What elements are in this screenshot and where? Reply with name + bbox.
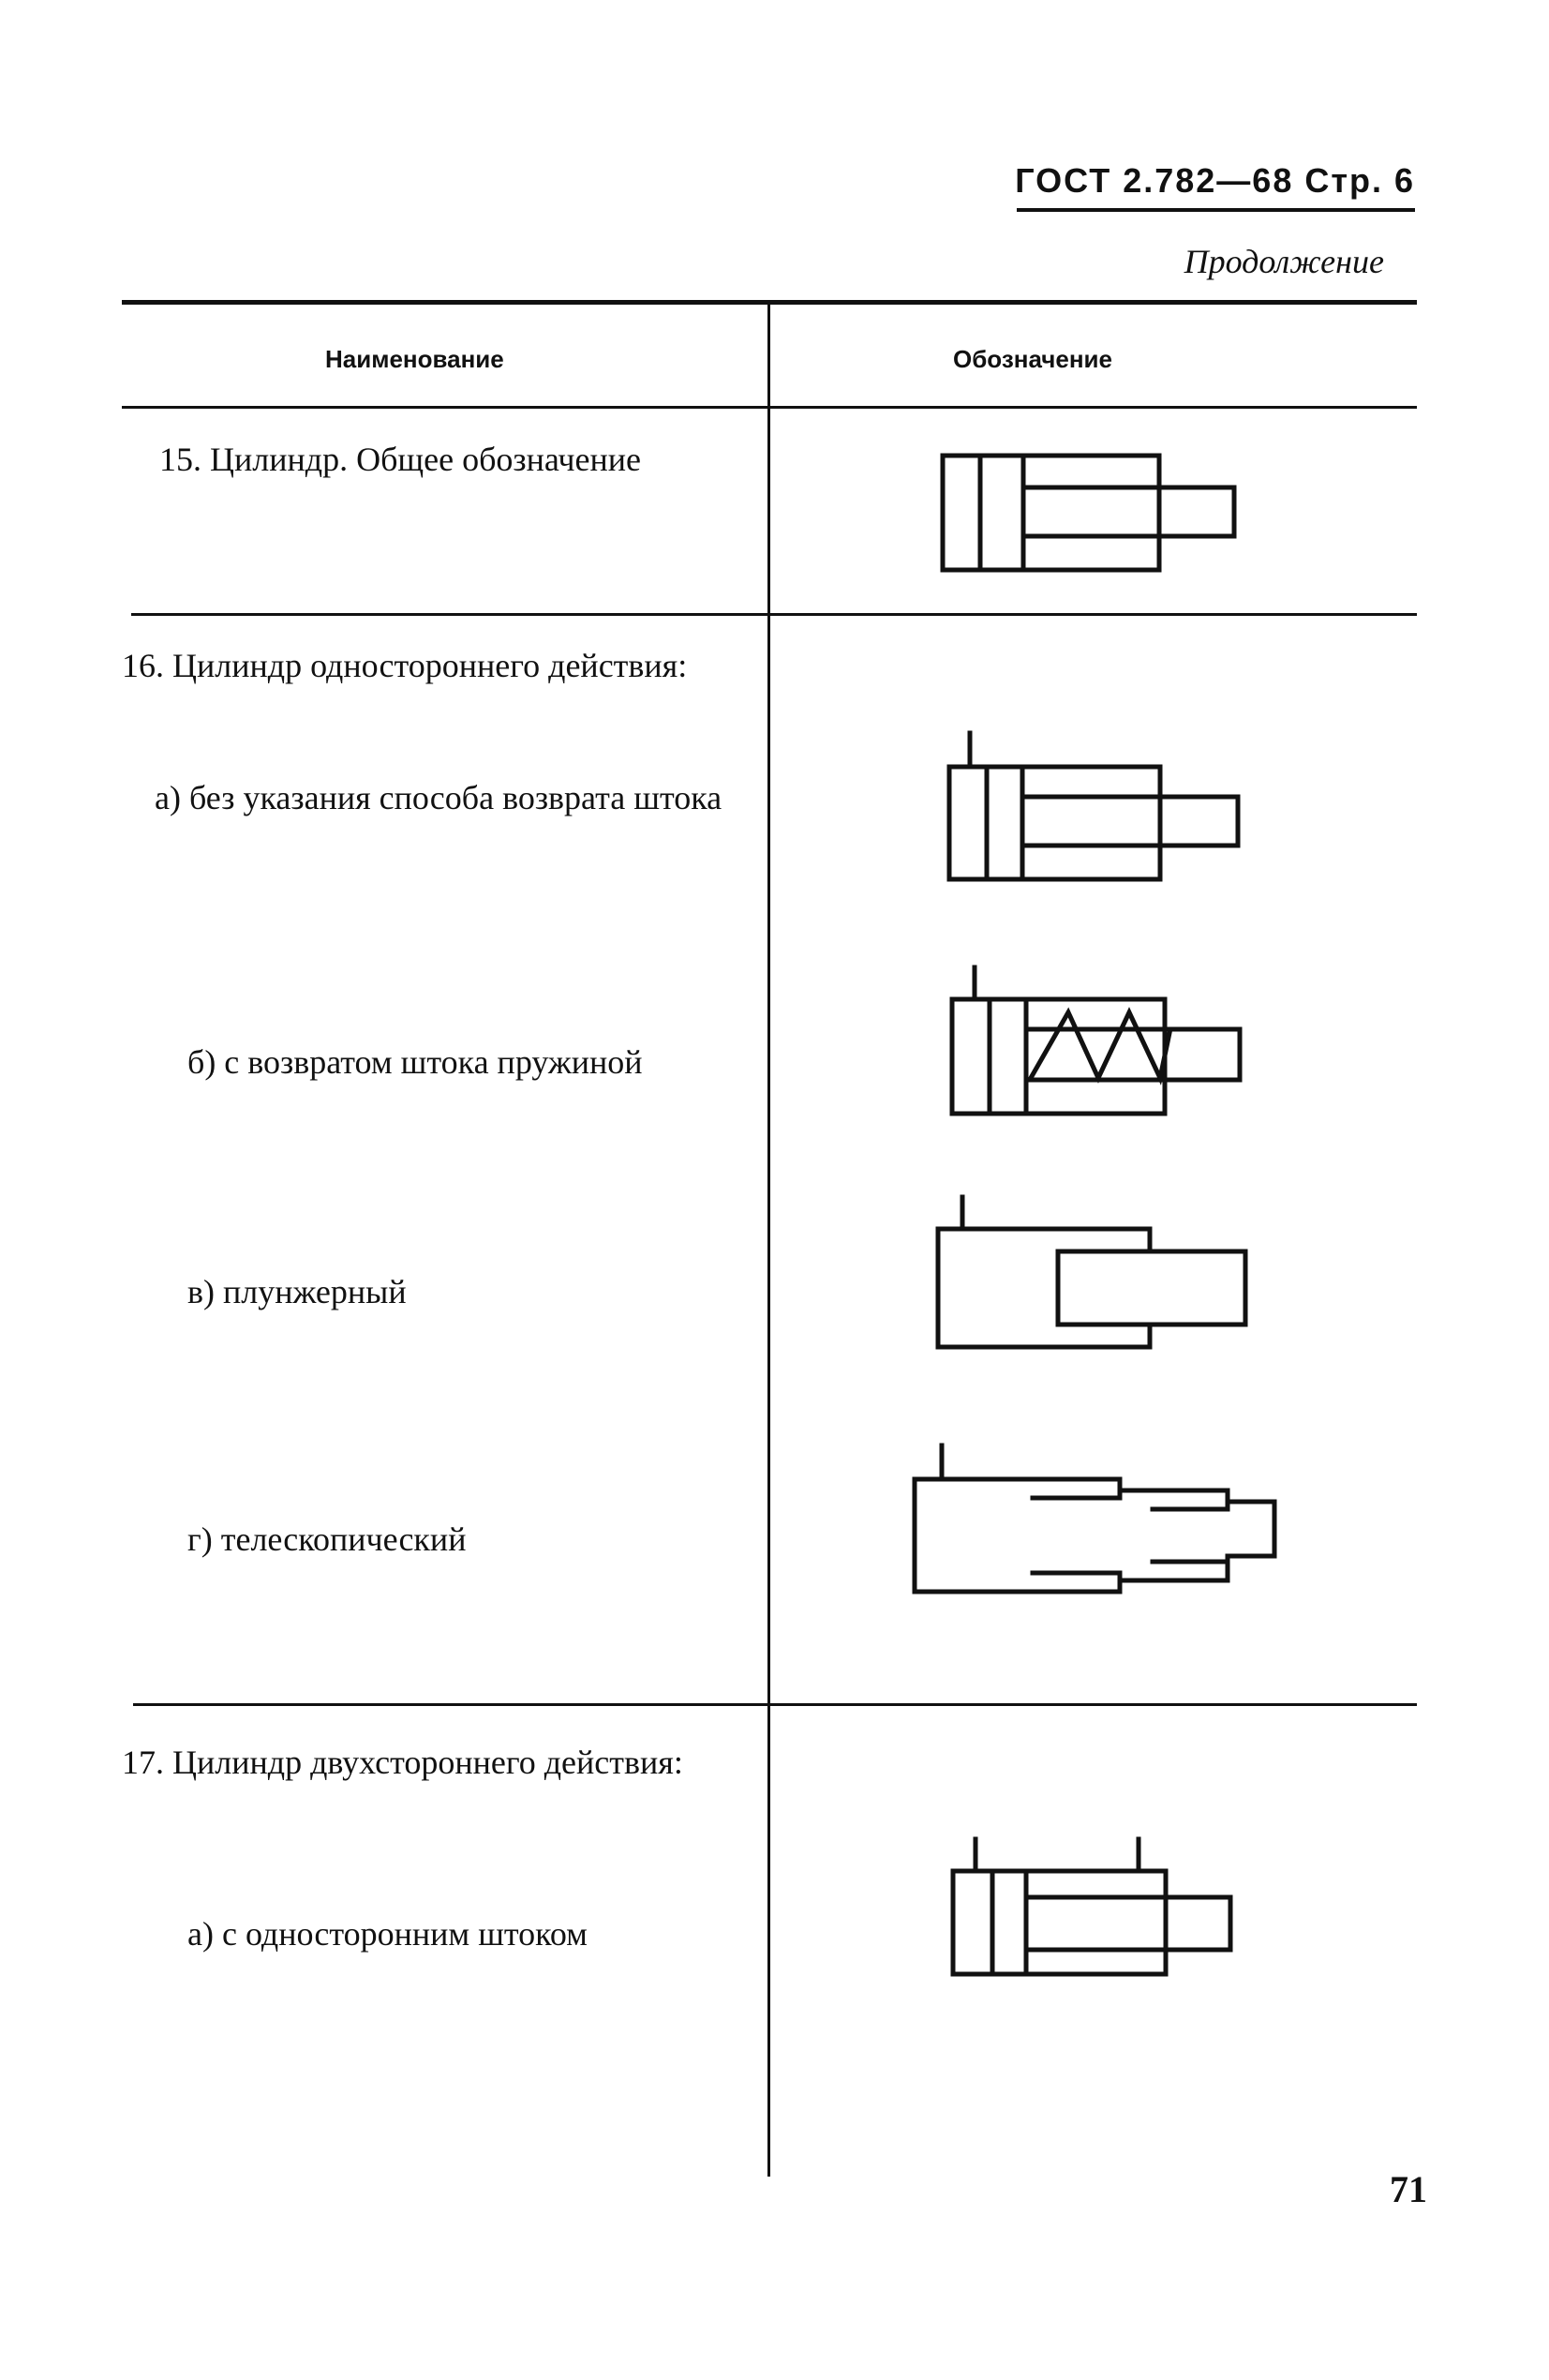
page-header-standard: ГОСТ 2.782—68 Стр. 6	[1015, 161, 1415, 200]
column-header-symbol: Обозначение	[953, 345, 1112, 373]
item-17-label: 17. Цилиндр двухстороннего действия:	[122, 1744, 683, 1781]
item-15-label: 15. Цилиндр. Общее обозначение	[159, 441, 642, 478]
item-16d-label: г) телескопический	[187, 1520, 467, 1558]
spring-return-cylinder-symbol	[949, 965, 1243, 1116]
header-rule	[1017, 208, 1415, 212]
row-divider	[131, 613, 1417, 616]
double-acting-single-rod-cylinder-symbol	[950, 1836, 1233, 1977]
page-number: 71	[1390, 2168, 1427, 2210]
cylinder-general-symbol	[940, 453, 1237, 573]
plunger-cylinder-symbol	[935, 1194, 1248, 1350]
column-divider	[767, 302, 770, 2177]
continuation-label: Продолжение	[1184, 243, 1384, 280]
item-16b-label: б) с возвратом штока пружиной	[187, 1043, 643, 1081]
column-header-name: Наименование	[325, 345, 504, 373]
item-17a-label: а) с односторонним штоком	[187, 1915, 588, 1953]
item-16a-label: а) без указания способа возврата штока	[155, 779, 722, 816]
single-acting-cylinder-symbol	[946, 730, 1241, 882]
telescopic-cylinder-symbol	[912, 1443, 1277, 1594]
item-16-label: 16. Цилиндр одностороннего действия:	[122, 647, 688, 684]
row-divider	[133, 1703, 1417, 1706]
item-16c-label: в) плунжерный	[187, 1273, 407, 1310]
